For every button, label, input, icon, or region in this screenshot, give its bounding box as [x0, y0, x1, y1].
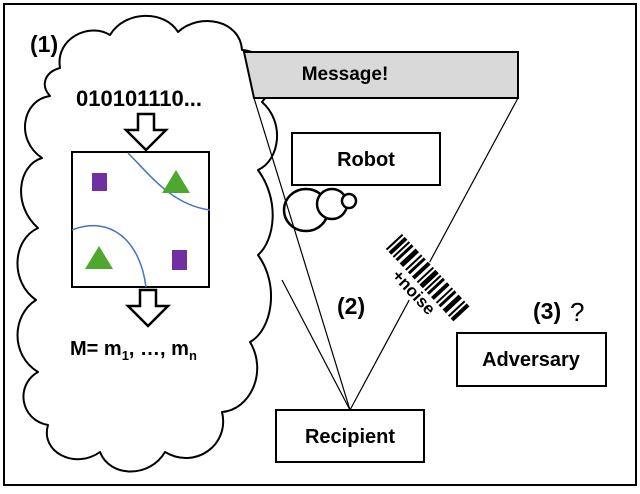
recipient-box: [275, 409, 425, 463]
robot-to-recipient-line: [281, 279, 351, 411]
step-3-label: (3): [533, 298, 561, 324]
robot-box: [291, 132, 441, 186]
encoding-curve-bottom: [71, 225, 147, 288]
square-icon: [92, 173, 107, 191]
down-arrow-icon: [124, 288, 172, 328]
step-1-label: (1): [30, 31, 58, 57]
adversary-box: [456, 332, 607, 387]
projection-line-left: [253, 97, 351, 411]
triangle-icon: [85, 246, 113, 269]
projection-line-right: [349, 97, 519, 411]
bit-string: 010101110...: [76, 86, 202, 111]
square-icon: [172, 250, 187, 270]
robot-label: Robot: [337, 149, 395, 171]
message-formula: M= m1, …, mn: [70, 338, 197, 363]
adversary-label: Adversary: [482, 349, 581, 371]
down-arrow-icon: [122, 112, 170, 152]
barcode-icon: [383, 231, 473, 325]
triangle-icon: [162, 170, 190, 193]
question-mark: ?: [570, 297, 584, 327]
message-banner-label: Message!: [302, 64, 389, 85]
thought-bubble-small: [340, 192, 358, 210]
recipient-label: Recipient: [305, 426, 395, 448]
message-banner: [242, 51, 519, 99]
encoding-curve-top: [127, 152, 211, 211]
step-2-label: (2): [337, 293, 365, 319]
